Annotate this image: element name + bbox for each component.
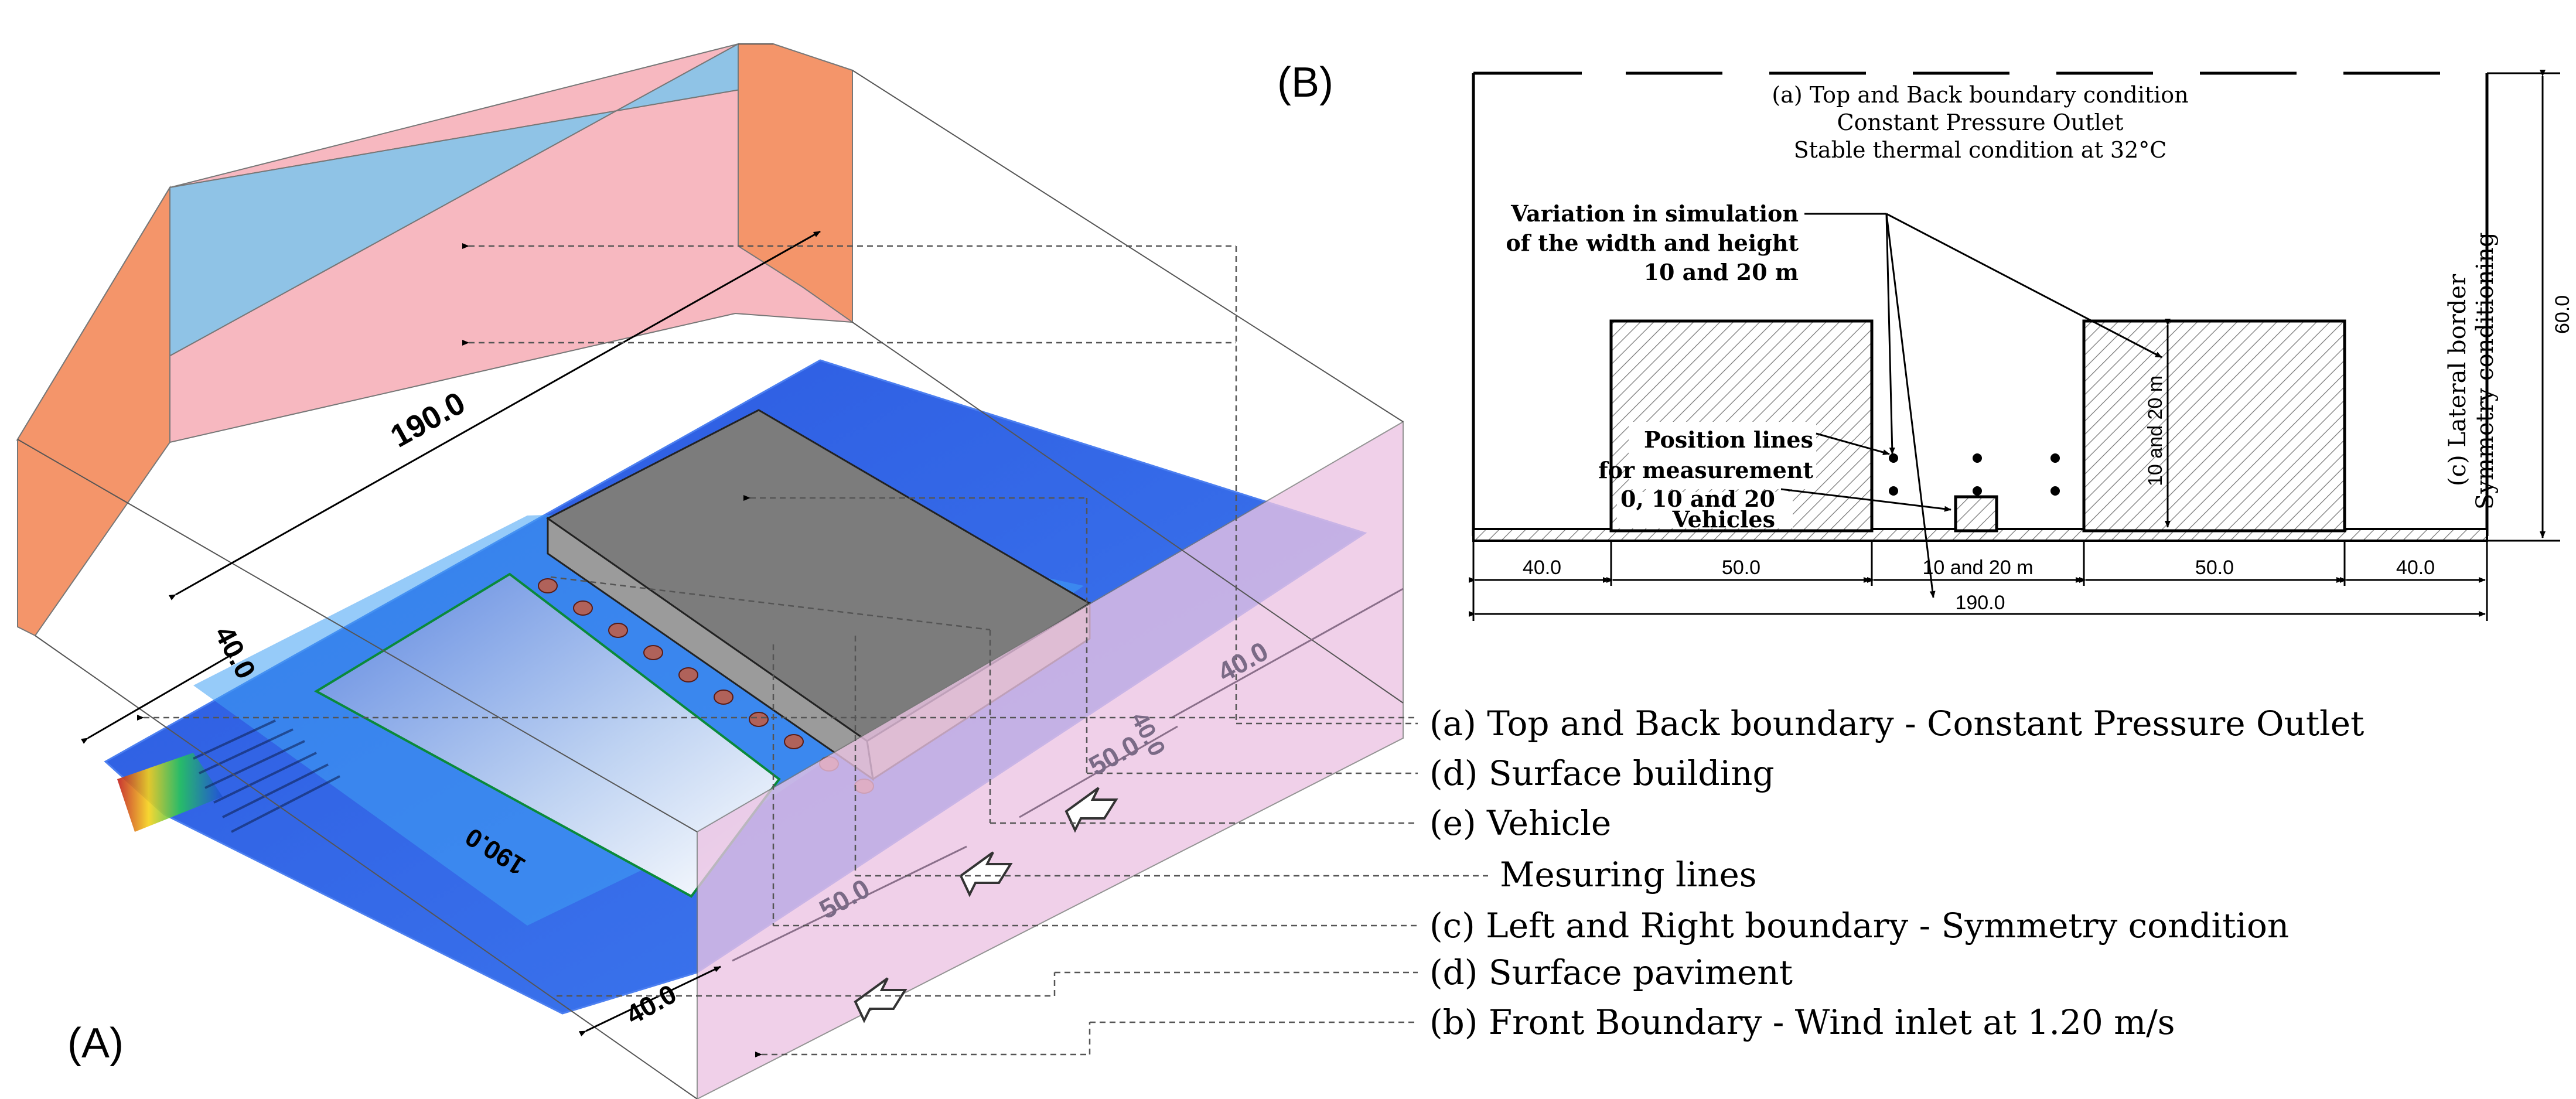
pavement-stripes [193,719,340,833]
right-building [2082,319,2346,533]
dim-50-right: 50.0 [2195,557,2234,579]
position-lines-text: Position lines for measurement [1598,426,1813,483]
lateral-border-line2: Symmetry conditioning [2472,232,2499,510]
panel-b: (B) (a) Top and Back boundary condi [1277,59,2574,621]
panel-a-label: (A) [67,1020,124,1067]
panel-b-label: (B) [1277,59,1333,106]
dim-50-left: 50.0 [1722,557,1760,579]
measure-point [1889,486,1898,496]
vehicle-block [1954,495,1998,533]
measure-point [2050,486,2060,496]
vehicle [538,578,558,593]
panel-a-legend: (a) Top and Back boundary - Constant Pre… [1429,704,2364,1042]
vehicles-label-bg [1617,492,1793,528]
lateral-border-line1: (c) Lateral border [2444,274,2471,486]
vehicle [643,645,663,660]
top-condition-line1: (a) Top and Back boundary condition [1772,82,2188,108]
dim-40-left: 40.0 [1523,557,1561,579]
courtyard-area [313,572,781,898]
legend-measuring-lines: Mesuring lines [1500,855,1757,895]
position-lines-line1: Position lines [1644,426,1813,453]
legend-top-back-boundary: (a) Top and Back boundary - Constant Pre… [1429,704,2364,743]
legend-surface-building: (d) Surface building [1429,753,1775,793]
vehicles-text: 0, 10 and 20 Vehicles [1620,486,1775,533]
wind-arrow-icon [1064,787,1118,833]
top-condition-text: (a) Top and Back boundary condition Cons… [1772,82,2188,163]
position-lines-label-bg [1629,422,1816,489]
measurement-points [1889,453,2060,496]
top-condition-line2: Constant Pressure Outlet [1837,110,2124,135]
top-condition-line3: Stable thermal condition at 32°C [1794,137,2167,163]
left-boundary-face [17,185,170,637]
variation-text: Variation in simulation of the width and… [1506,200,1799,285]
temperature-hotspot [117,753,223,832]
panel-b-leaders [1780,213,2162,598]
dim-total-width: 190.0 [1955,592,2005,614]
panel-a: 190.0 40.0 190.0 40.0 50.0 50.0 40.0 40.… [16,43,2364,1099]
building-height-label: 10 and 20 m [2144,376,2166,486]
wind-arrow-icon [959,851,1013,897]
dim-40-right: 40.0 [2396,557,2435,579]
vehicles-line1: 0, 10 and 20 [1620,486,1775,512]
domain-top-boundary [1472,71,2489,536]
dim-190-length: 190.0 [385,385,471,455]
vehicles-line2: Vehicles [1672,506,1775,533]
measure-point [1889,453,1898,463]
legend-left-right-boundary: (c) Left and Right boundary - Symmetry c… [1429,906,2289,946]
legend-front-boundary: (b) Front Boundary - Wind inlet at 1.20 … [1429,1002,2175,1042]
legend-vehicle: (e) Vehicle [1429,803,1611,843]
vehicle [573,600,593,616]
variation-line3: 10 and 20 m [1644,259,1799,285]
bottom-dim-lines [1469,541,2488,621]
vehicle [714,690,733,705]
wind-arrows [854,787,1118,1023]
vehicle [608,623,628,638]
legend-leader-lines [137,243,1488,1057]
vehicle [678,667,698,682]
wind-arrow-icon [854,977,907,1023]
variation-line2: of the width and height [1506,230,1799,256]
total-height-dim [2487,70,2560,542]
total-height-label: 60.0 [2551,295,2574,334]
position-lines-line2: for measurement [1598,457,1813,483]
measure-point [1973,486,1982,496]
dim-street: 10 and 20 m [1922,557,2033,579]
vehicle [784,734,804,749]
panel-a-dimension-lines [80,230,1404,1037]
variation-line1: Variation in simulation [1510,200,1799,227]
vehicle [749,712,769,727]
measure-point [1973,453,1982,463]
legend-surface-pavement: (d) Surface paviment [1429,953,1793,992]
bottom-dim-labels: 40.0 50.0 10 and 20 m 50.0 40.0 190.0 [1523,557,2435,614]
measure-point [2050,453,2060,463]
